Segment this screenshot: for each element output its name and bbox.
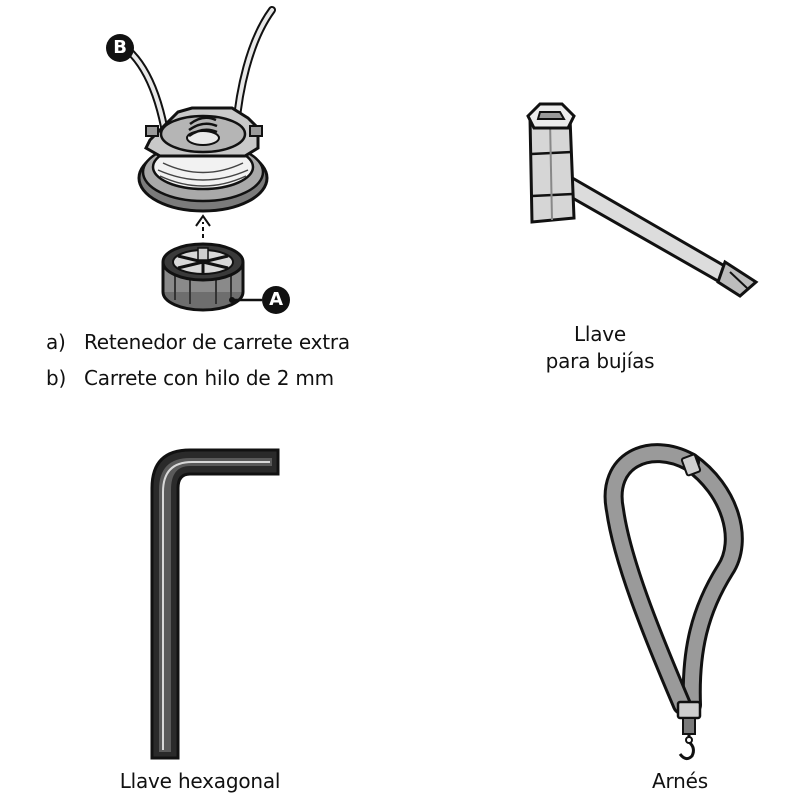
spark-plug-wrench-illustration bbox=[526, 102, 759, 298]
hex-key-label: Llave hexagonal bbox=[119, 769, 281, 793]
legend-letter: b) bbox=[46, 366, 67, 390]
legend-item-b: b) Carrete con hilo de 2 mm bbox=[46, 365, 334, 391]
spark-plug-wrench-label-line2: para bujías bbox=[545, 349, 655, 373]
legend-item-a: a) Retenedor de carrete extra bbox=[46, 329, 350, 355]
spool-panel: A B a) Retenedor de carrete extra b) Carre… bbox=[0, 0, 400, 400]
spool-illustration bbox=[106, 6, 290, 314]
callout-b-label: B bbox=[113, 37, 127, 58]
spark-plug-wrench-panel: Llave para bujías bbox=[400, 0, 800, 400]
callout-a-label: A bbox=[269, 289, 283, 310]
hex-key-panel: Llave hexagonal bbox=[0, 400, 400, 800]
hex-key-illustration bbox=[150, 448, 280, 760]
legend-letter: a) bbox=[46, 330, 66, 354]
harness-illustration bbox=[603, 443, 744, 761]
callout-a-marker bbox=[262, 286, 290, 314]
harness-panel: Arnés bbox=[400, 400, 800, 800]
callout-b-marker bbox=[106, 34, 134, 62]
legend-text: Carrete con hilo de 2 mm bbox=[84, 366, 334, 390]
harness-label: Arnés bbox=[652, 769, 708, 793]
spark-plug-wrench-label-line1: Llave bbox=[573, 322, 627, 346]
legend-text: Retenedor de carrete extra bbox=[84, 330, 350, 354]
